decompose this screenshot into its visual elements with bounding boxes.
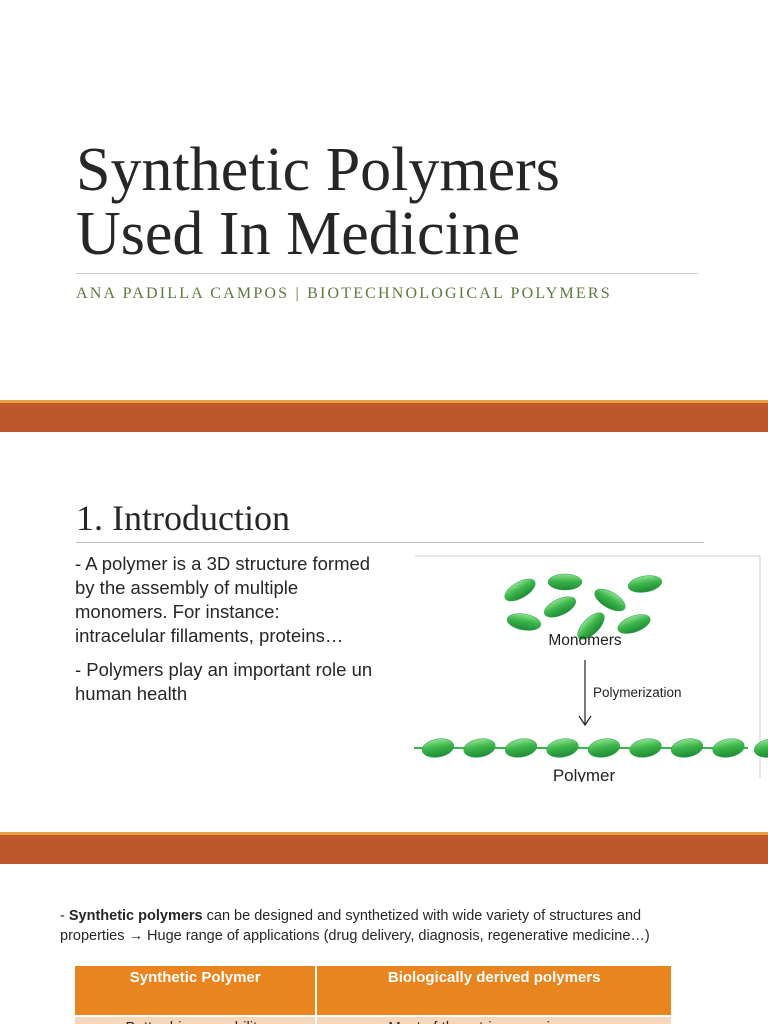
bead-icon	[547, 573, 583, 591]
introduction-slide: 1. Introduction - A polymer is a 3D stru…	[0, 432, 768, 832]
title-divider	[76, 273, 698, 274]
bullet-item: - Polymers play an important role un hum…	[75, 659, 373, 704]
table-header-synthetic: Synthetic Polymer	[75, 966, 318, 1017]
bead-icon	[670, 738, 704, 758]
bead-icon	[577, 612, 605, 640]
comparison-table: Synthetic Polymer Biologically derived p…	[75, 966, 671, 1024]
slide-subtitle: ANA PADILLA CAMPOS | BIOTECHNOLOGICAL PO…	[76, 285, 612, 302]
monomers-label: Monomers	[548, 632, 621, 649]
bead-icon	[546, 738, 579, 758]
polymer-label: Polymer	[553, 766, 616, 782]
intro-text: can be designed and synthetized with wid…	[60, 908, 650, 944]
table-cell: Better biocompability	[75, 1016, 318, 1024]
bead-icon	[421, 738, 455, 758]
bead-icon	[504, 738, 538, 758]
intro-bold-term: Synthetic polymers	[68, 908, 203, 924]
bead-icon	[506, 613, 542, 631]
comparison-slide: - Synthetic polymers can be designed and…	[0, 864, 768, 1024]
bead-icon	[594, 588, 626, 612]
table-header-row: Synthetic Polymer Biologically derived p…	[75, 966, 671, 1017]
monomer-cluster	[504, 573, 663, 640]
arrow-head-icon	[578, 715, 592, 727]
bead-icon	[753, 738, 768, 758]
intro-paragraph: - Synthetic polymers can be designed and…	[60, 906, 700, 946]
polymerization-diagram: Monomers Polymerization Polymer	[410, 552, 768, 782]
bullet-list: - A polymer is a 3D structure formed by …	[75, 552, 375, 716]
slide-title-line-1: Synthetic Polymers	[76, 136, 560, 204]
polymerization-label: Polymerization	[593, 685, 682, 700]
bead-icon	[627, 575, 663, 593]
bead-icon	[629, 738, 662, 758]
table-header-biological: Biologically derived polymers	[316, 966, 671, 1017]
polymer-chain	[421, 738, 768, 758]
bead-icon	[587, 738, 621, 758]
section-heading: 1. Introduction	[76, 498, 290, 538]
slide-separator-band	[0, 400, 768, 432]
polymerization-diagram-svg: Monomers Polymerization Polymer	[414, 555, 768, 782]
bead-icon	[504, 578, 536, 602]
slide-separator-band	[0, 832, 768, 864]
bead-icon	[543, 596, 577, 618]
bead-icon	[617, 614, 651, 634]
slide-title: Synthetic Polymers Used In Medicine	[76, 138, 560, 266]
slide-title-line-2: Used In Medicine	[76, 200, 521, 268]
section-divider	[76, 542, 704, 543]
table-cell: Most of them trigger an immune	[316, 1016, 671, 1024]
title-slide: Synthetic Polymers Used In Medicine ANA …	[0, 0, 768, 400]
intro-dash: -	[60, 908, 69, 924]
bead-icon	[463, 738, 496, 758]
bead-icon	[712, 738, 745, 758]
bullet-item: - A polymer is a 3D structure formed by …	[75, 553, 371, 646]
table-row: Better biocompability Most of them trigg…	[75, 1016, 671, 1024]
